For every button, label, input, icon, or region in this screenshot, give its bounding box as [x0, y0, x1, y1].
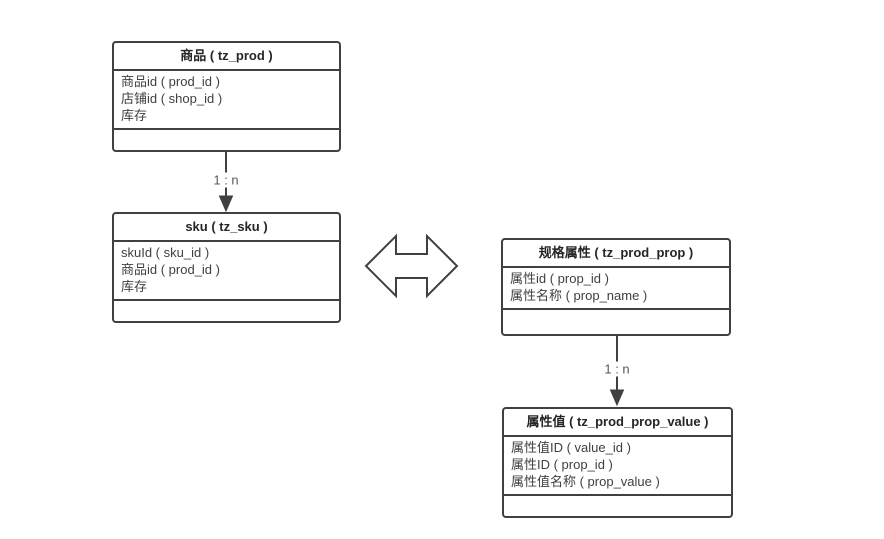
entity-title: 商品 ( tz_prod ) [114, 43, 339, 71]
entity-table-prop: 规格属性 ( tz_prod_prop ) 属性id ( prop_id ) 属… [501, 238, 731, 336]
entity-field: 店铺id ( shop_id ) [121, 91, 223, 106]
entity-fields: 商品id ( prod_id ) 店铺id ( shop_id ) 库存 [114, 71, 339, 130]
entity-fields: 属性值ID ( value_id ) 属性ID ( prop_id ) 属性值名… [504, 437, 731, 496]
entity-field: 商品id ( prod_id ) [121, 262, 220, 277]
relation-label-prop-value: 1 : n [601, 361, 633, 377]
double-arrow-connector [364, 233, 459, 299]
entity-footer-empty [114, 301, 339, 321]
entity-footer-empty [114, 130, 339, 150]
entity-field: 属性ID ( prop_id ) [511, 457, 613, 472]
entity-field: 商品id ( prod_id ) [121, 74, 220, 89]
entity-footer-empty [503, 310, 729, 334]
entity-fields: skuId ( sku_id ) 商品id ( prod_id ) 库存 [114, 242, 339, 301]
entity-footer-empty [504, 496, 731, 516]
entity-field: skuId ( sku_id ) [121, 245, 210, 260]
relation-label-prod-sku: 1 : n [210, 172, 242, 188]
entity-title: sku ( tz_sku ) [114, 214, 339, 242]
entity-fields: 属性id ( prop_id ) 属性名称 ( prop_name ) [503, 268, 729, 310]
entity-table-prod: 商品 ( tz_prod ) 商品id ( prod_id ) 店铺id ( s… [112, 41, 341, 152]
entity-table-sku: sku ( tz_sku ) skuId ( sku_id ) 商品id ( p… [112, 212, 341, 323]
entity-field: 属性id ( prop_id ) [510, 271, 609, 286]
entity-field: 属性值ID ( value_id ) [511, 440, 631, 455]
entity-field: 库存 [121, 108, 148, 123]
entity-field: 库存 [121, 279, 148, 294]
entity-field: 属性名称 ( prop_name ) [510, 288, 648, 303]
entity-title: 属性值 ( tz_prod_prop_value ) [504, 409, 731, 437]
entity-field: 属性值名称 ( prop_value ) [511, 474, 660, 489]
entity-table-prop-value: 属性值 ( tz_prod_prop_value ) 属性值ID ( value… [502, 407, 733, 518]
entity-title: 规格属性 ( tz_prod_prop ) [503, 240, 729, 268]
